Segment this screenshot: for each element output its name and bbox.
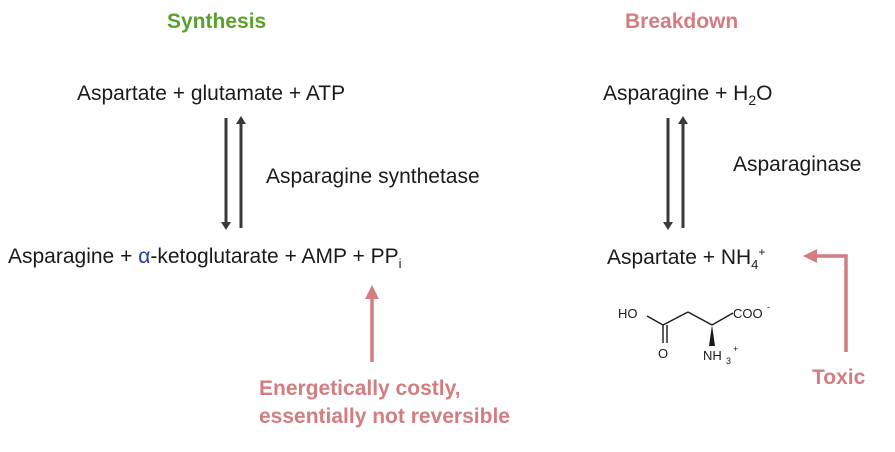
nh4-subscript: 4 [751,257,759,273]
synthesis-equilibrium-arrows [221,116,246,230]
breakdown-products-main: Aspartate + NH [607,246,752,269]
breakdown-equilibrium-arrows [663,116,688,230]
synthesis-note: Energetically costly, essentially not re… [259,375,510,431]
toxic-arrow [803,249,848,352]
breakdown-reactants: Asparagine + H2O [603,82,772,108]
struct-ho: HO [618,306,638,321]
struct-coo-charge: - [767,302,770,312]
synthesis-products-rest: -ketoglutarate + AMP + PP [150,245,399,268]
synthesis-products-main: Asparagine + [8,245,139,268]
struct-o: O [658,346,668,361]
synthesis-title: Synthesis [167,10,267,33]
struct-nh3: NH [703,348,722,363]
struct-coo: COO [733,306,763,321]
pp-subscript: i [398,256,402,272]
breakdown-title: Breakdown [625,10,739,33]
nh4-charge: + [758,245,766,259]
breakdown-products: Aspartate + NH4+ [607,245,765,272]
struct-nh3-charge: + [733,344,738,354]
synthesis-note-line2: essentially not reversible [259,405,510,428]
synthesis-reactants: Aspartate + glutamate + ATP [77,82,346,105]
toxic-label: Toxic [812,366,866,389]
aspartate-structure [646,311,734,343]
synthesis-enzyme: Asparagine synthetase [266,165,480,188]
breakdown-reactants-main: Asparagine + H [603,82,749,105]
synthesis-products: Asparagine + α-ketoglutarate + AMP + PPi [8,245,401,271]
breakdown-reactants-end: O [756,82,773,105]
h2o-subscript: 2 [748,92,757,109]
struct-nh3-sub: 3 [726,356,731,366]
alpha-symbol: α [138,245,151,268]
wedge-bond [709,325,715,346]
breakdown-enzyme: Asparaginase [733,153,862,176]
synthesis-note-line1: Energetically costly, [259,377,461,400]
